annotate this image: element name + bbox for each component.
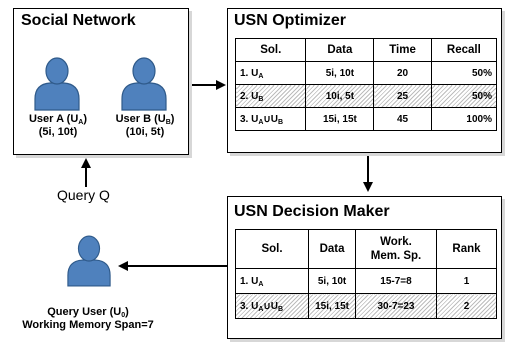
optimizer-row-3: 3. UA∪UB 15i, 15t 45 100% <box>234 107 498 131</box>
decision-row-2: 3. UA∪UB 15i, 15t 30-7=23 2 <box>234 293 498 319</box>
optimizer-row-1: 1. UA 5i, 10t 20 50% <box>234 61 498 85</box>
query-user-name: Query User (U0) <box>47 306 129 319</box>
optimizer-row-1-time: 20 <box>373 61 432 85</box>
optimizer-row-2-sol: 2. UB <box>234 84 307 108</box>
usn-decision-maker-box: USN Decision Maker Sol. Data Work.Mem. S… <box>227 196 502 339</box>
social-network-title: Social Network <box>21 12 136 29</box>
optimizer-row-2-time: 25 <box>373 84 432 108</box>
optimizer-header-time: Time <box>373 38 432 62</box>
decision-header-work: Work.Mem. Sp. <box>355 229 437 269</box>
optimizer-header-sol: Sol. <box>234 38 307 62</box>
decision-row-1-sol: 1. UA <box>234 268 310 294</box>
decision-row-2-sol: 3. UA∪UB <box>234 293 310 319</box>
optimizer-header-recall: Recall <box>430 38 498 62</box>
decision-row-1-span: 15-7=8 <box>355 268 437 294</box>
optimizer-title: USN Optimizer <box>234 12 347 29</box>
query-user-icon <box>67 235 111 287</box>
social-network-box: Social Network User A (UA) (5i, 10t) Use… <box>13 8 189 155</box>
optimizer-row-1-data: 5i, 10t <box>305 61 375 85</box>
optimizer-header-data: Data <box>305 38 375 62</box>
working-memory-span: Working Memory Span=7 <box>22 319 154 331</box>
optimizer-row-2: 2. UB 10i, 5t 25 50% <box>234 84 498 108</box>
decision-table: Sol. Data Work.Mem. Sp. Rank 1. UA 5i, 1… <box>234 229 498 319</box>
query-user-label: Query User (U0) Working Memory Span=7 <box>0 306 176 332</box>
user-b-stats: (10i, 5t) <box>125 126 165 138</box>
user-b-name: User B (UB) <box>115 113 175 126</box>
decision-maker-title: USN Decision Maker <box>234 203 390 220</box>
optimizer-row-2-data: 10i, 5t <box>305 84 375 108</box>
decision-header-data: Data <box>308 229 357 269</box>
decision-row-2-span: 30-7=23 <box>355 293 437 319</box>
user-a-icon <box>34 57 80 111</box>
optimizer-row-2-recall: 50% <box>430 84 498 108</box>
optimizer-row-3-sol: 3. UA∪UB <box>234 107 307 131</box>
decision-row-2-data: 15i, 15t <box>308 293 357 319</box>
optimizer-row-1-recall: 50% <box>430 61 498 85</box>
query-label: Query Q <box>57 187 110 203</box>
user-a-name: User A (UA) <box>28 113 88 126</box>
decision-row-2-rank: 2 <box>435 293 498 319</box>
usn-optimizer-box: USN Optimizer Sol. Data Time Recall 1. U… <box>227 8 502 153</box>
decision-header-sol: Sol. <box>234 229 310 269</box>
decision-row-1-data: 5i, 10t <box>308 268 357 294</box>
decision-header-row: Sol. Data Work.Mem. Sp. Rank <box>234 229 498 269</box>
optimizer-header-row: Sol. Data Time Recall <box>234 38 498 62</box>
optimizer-table: Sol. Data Time Recall 1. UA 5i, 10t 20 5… <box>234 38 498 131</box>
user-a-stats: (5i, 10t) <box>38 126 78 138</box>
decision-header-rank: Rank <box>435 229 498 269</box>
user-b-icon <box>121 57 167 111</box>
user-b-label: User B (UB) (10i, 5t) <box>102 113 188 139</box>
optimizer-row-3-recall: 100% <box>430 107 498 131</box>
optimizer-row-3-data: 15i, 15t <box>305 107 375 131</box>
user-a-label: User A (UA) (5i, 10t) <box>16 113 100 139</box>
optimizer-row-3-time: 45 <box>373 107 432 131</box>
optimizer-row-1-sol: 1. UA <box>234 61 307 85</box>
decision-row-1-rank: 1 <box>435 268 498 294</box>
decision-row-1: 1. UA 5i, 10t 15-7=8 1 <box>234 268 498 294</box>
